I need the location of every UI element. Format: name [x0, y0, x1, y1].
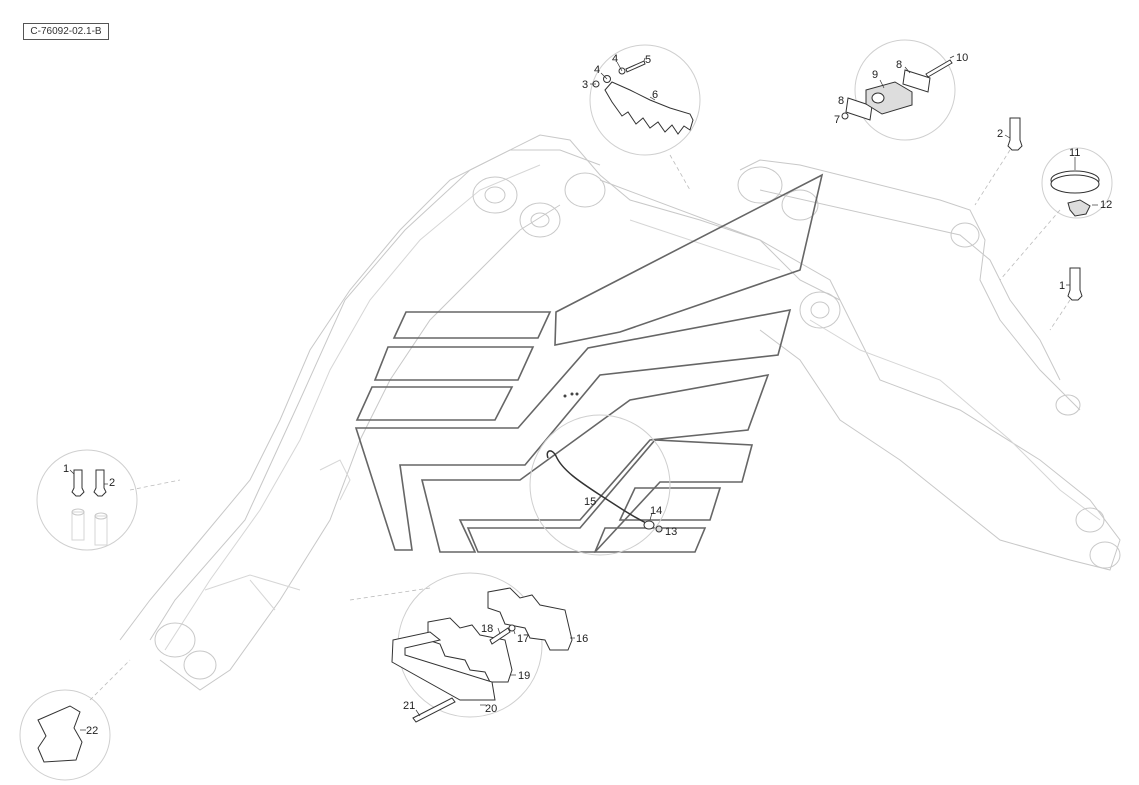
pin-part-2-right	[1004, 117, 1023, 151]
bracket-detail-3-6	[590, 57, 694, 135]
pins-left-detail	[69, 469, 108, 546]
bolt-5	[625, 60, 646, 73]
callout-3: 3	[582, 79, 588, 91]
plate-16	[487, 587, 573, 651]
callout-16: 16	[576, 633, 588, 645]
callout-labels: 3 4 4 5 6 7 8 8 9 10 2 11 12 1 1 2 15 14…	[63, 52, 1112, 737]
clamp-body-9	[865, 81, 913, 115]
hose-13-15	[546, 392, 663, 533]
callout-6: 6	[652, 89, 658, 101]
callout-18: 18	[481, 623, 493, 635]
callout-11: 11	[1069, 147, 1080, 159]
detail-circles	[19, 39, 1113, 781]
callout-12: 12	[1100, 199, 1112, 211]
callout-1-left: 1	[63, 463, 69, 475]
nut-7	[841, 112, 849, 120]
callout-9: 9	[872, 69, 878, 81]
callout-1-right: 1	[1059, 280, 1065, 292]
callout-5: 5	[645, 54, 651, 66]
pad-8b	[902, 69, 931, 93]
bracket-6	[604, 81, 694, 135]
callout-20: 20	[485, 703, 497, 715]
plate-19	[427, 617, 513, 683]
callout-7: 7	[834, 114, 840, 126]
callout-2-right: 2	[997, 128, 1003, 140]
clip-12	[1067, 199, 1091, 217]
hose-clamp-11-12	[1050, 157, 1100, 217]
callout-4b: 4	[612, 53, 618, 65]
callout-10: 10	[956, 52, 968, 64]
clamp-detail-7-10	[841, 55, 955, 121]
callout-14: 14	[650, 505, 662, 517]
callout-22: 22	[86, 725, 98, 737]
channel-20	[391, 631, 496, 701]
pad-8a	[845, 97, 873, 121]
pin-boss-ghosts	[154, 166, 1121, 680]
boom-ghost-outline	[119, 134, 1121, 691]
bolt-21	[412, 697, 456, 723]
pin-part-1-right	[1066, 267, 1083, 301]
callout-2-left: 2	[109, 477, 115, 489]
callout-8a: 8	[838, 95, 844, 107]
guard-detail-16-21	[391, 587, 575, 723]
callout-17: 17	[517, 633, 529, 645]
pad-22	[37, 705, 86, 763]
callout-4a: 4	[594, 64, 600, 76]
washer-17	[508, 624, 516, 632]
callout-13: 13	[665, 526, 677, 538]
callout-15: 15	[584, 496, 596, 508]
callout-21: 21	[403, 700, 415, 712]
leader-dashes	[89, 149, 1071, 701]
drawing-code: C-76092-02.1-B	[23, 23, 109, 40]
bolt-18	[489, 627, 511, 645]
callout-8b: 8	[896, 59, 902, 71]
callout-19: 19	[518, 670, 530, 682]
bolt-10	[925, 59, 953, 78]
